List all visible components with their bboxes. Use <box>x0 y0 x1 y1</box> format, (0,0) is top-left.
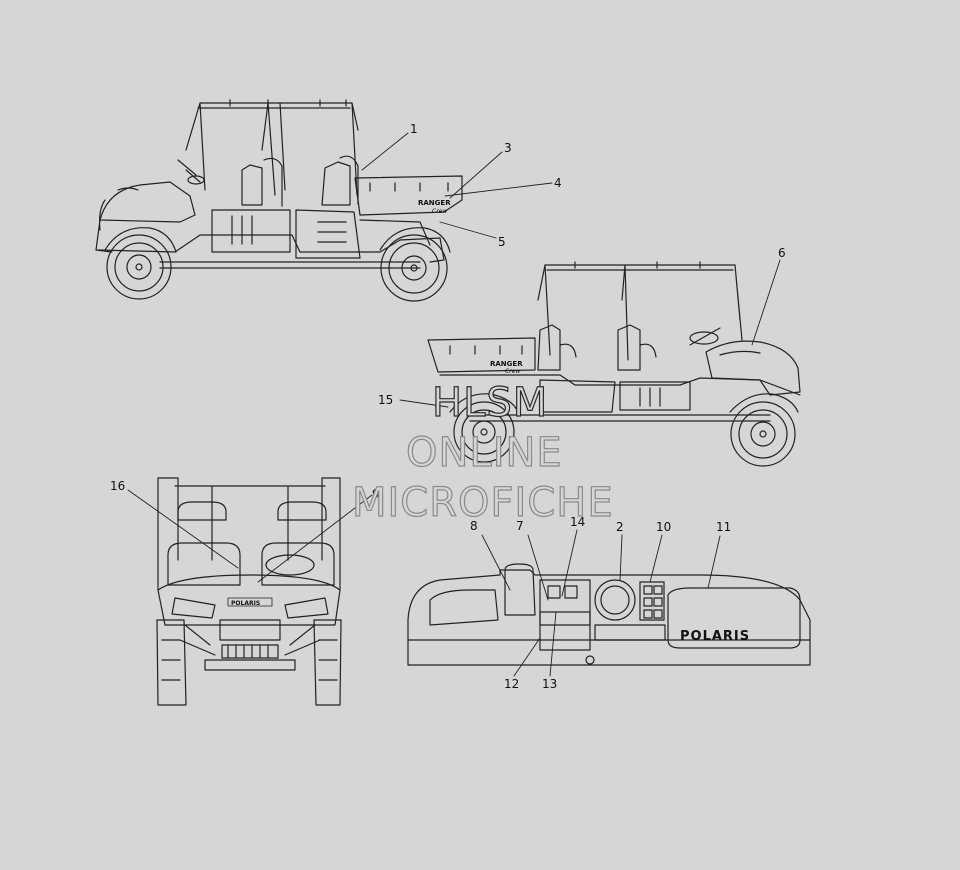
polaris-dash-decal-text: POLARIS <box>680 629 750 644</box>
callout-2: 2 <box>616 520 624 534</box>
watermark: HLSM ONLINE MICROFICHE <box>351 379 614 526</box>
callout-11: 11 <box>716 520 731 534</box>
callout-16: 16 <box>110 479 125 493</box>
cargo-decal-view1: RANGER Crew <box>418 199 451 215</box>
callout-6: 6 <box>778 246 786 260</box>
crew-decal-text-view2: Crew <box>505 368 520 375</box>
ranger-decal-text-view2: RANGER <box>490 360 523 368</box>
callout-14: 14 <box>570 515 585 529</box>
callout-4: 4 <box>554 176 562 190</box>
watermark-line-3: MICROFICHE <box>352 480 614 526</box>
front-hood-decal: POLARIS <box>227 597 273 607</box>
watermark-line-2: ONLINE <box>406 430 563 476</box>
vehicle-front-view <box>156 477 342 706</box>
callout-9: 9 <box>372 487 380 501</box>
vehicle-side-view-right <box>427 261 801 467</box>
polaris-front-decal-text: POLARIS <box>231 600 260 607</box>
callout-5: 5 <box>498 235 506 249</box>
callout-7: 7 <box>516 519 524 533</box>
callout-numbers: 1 3 4 5 6 15 16 9 8 7 14 2 10 11 12 13 <box>110 122 786 691</box>
vehicle-side-view-left <box>95 99 463 302</box>
watermark-line-1: HLSM <box>432 380 548 426</box>
callout-8: 8 <box>470 519 478 533</box>
leader-lines <box>127 132 781 677</box>
callout-15: 15 <box>378 393 393 407</box>
callout-12: 12 <box>504 677 519 691</box>
dashboard-view <box>407 563 811 666</box>
dashboard-polaris-decal: POLARIS <box>680 629 750 644</box>
callout-3: 3 <box>504 141 512 155</box>
callout-1: 1 <box>410 122 418 136</box>
crew-decal-text: Crew <box>432 208 447 215</box>
callout-10: 10 <box>656 520 671 534</box>
ranger-decal-text: RANGER <box>418 199 451 207</box>
cargo-decal-view2: RANGER Crew <box>490 360 523 375</box>
callout-13: 13 <box>542 677 557 691</box>
